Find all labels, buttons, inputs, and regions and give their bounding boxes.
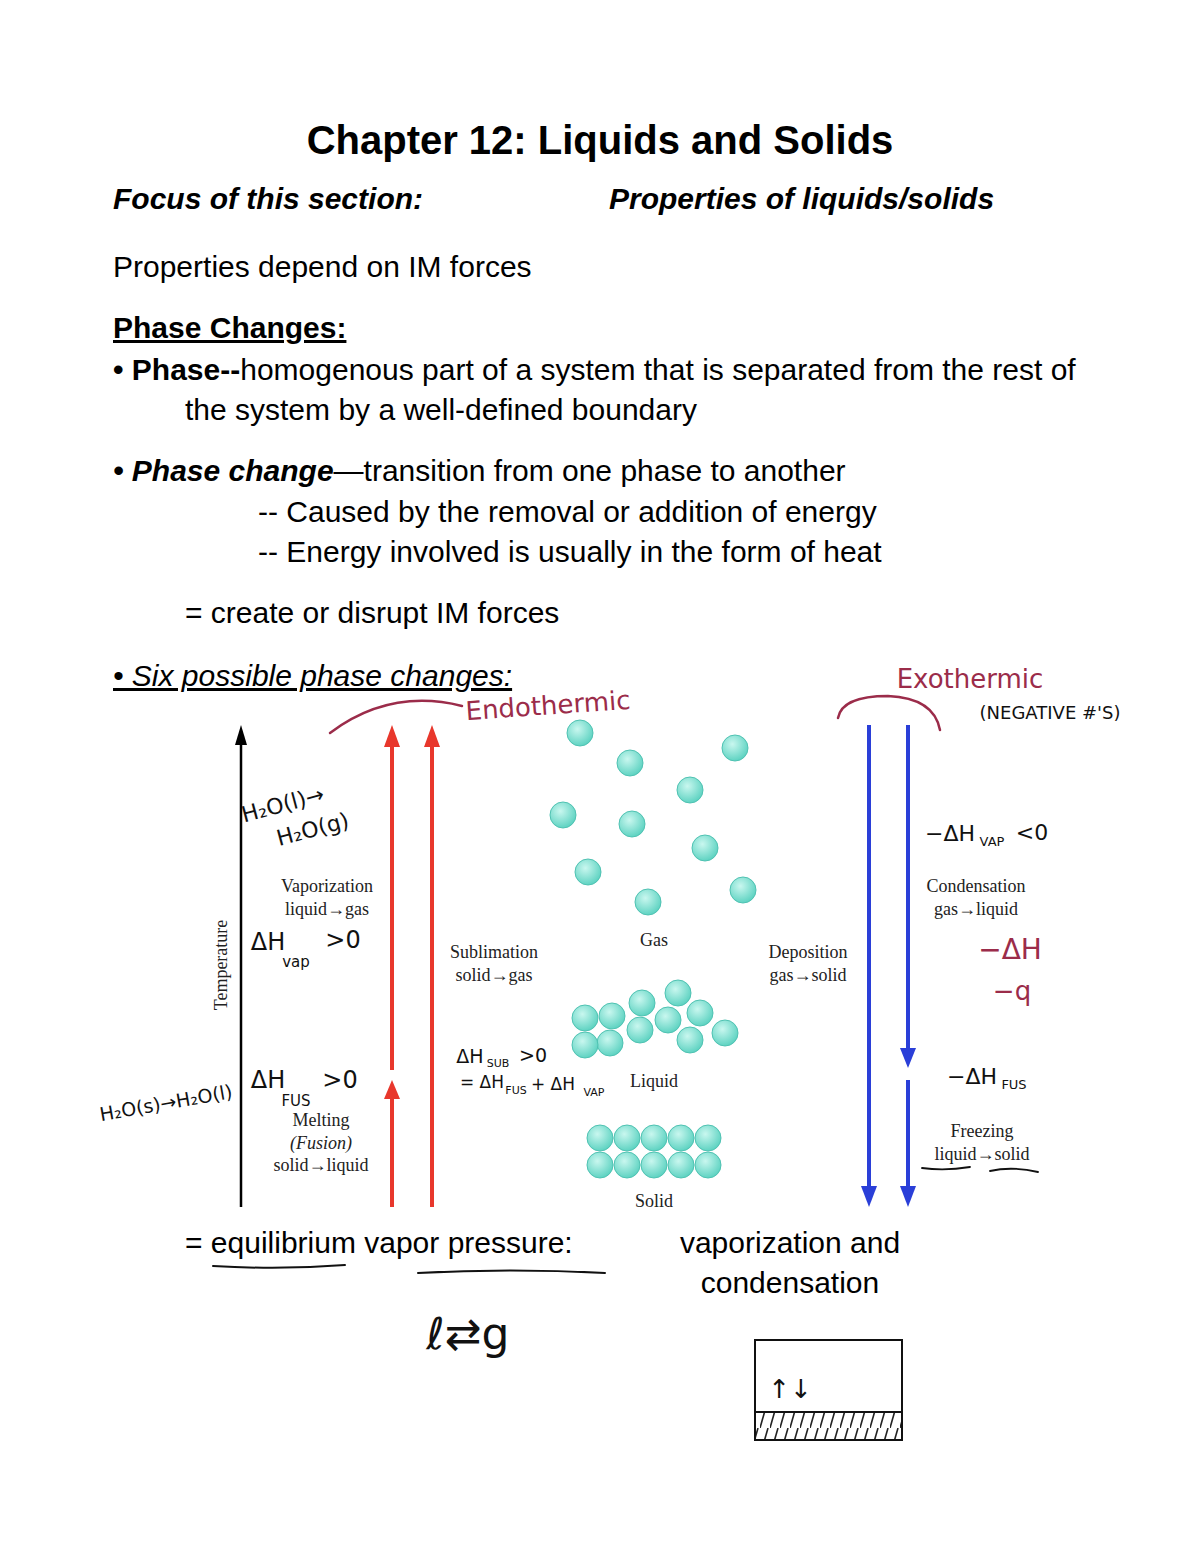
phase-change-name: (Fusion) — [290, 1133, 352, 1155]
body-text: = create or disrupt IM forces — [185, 595, 559, 631]
handwritten-note: (NEGATIVE #'S) — [980, 702, 1121, 724]
handwritten-subscript: FUS — [505, 1084, 526, 1097]
definition: —transition from one phase to another — [334, 454, 846, 487]
vapor-container — [755, 1340, 902, 1440]
handwritten-note: −ΔH — [947, 1064, 997, 1090]
handwritten-marks — [213, 696, 1038, 1273]
section-focus: Focus of this section: — [113, 181, 423, 217]
handwritten-note: ΔH — [251, 928, 285, 957]
endothermic-arrows — [384, 725, 440, 1207]
phase-change-name: Vaporization — [281, 876, 373, 898]
section-heading: Phase Changes: — [113, 310, 346, 346]
handwritten-note: ΔH — [251, 1066, 285, 1095]
exothermic-arrows — [861, 725, 916, 1207]
section-topic: Properties of liquids/solids — [609, 181, 994, 217]
text-paragraph: vaporization and condensation — [650, 1223, 930, 1303]
page-title: Chapter 12: Liquids and Solids — [0, 116, 1200, 164]
phase-change-direction: solid→gas — [455, 965, 532, 987]
phase-label: Solid — [635, 1191, 673, 1213]
axis-label: Temperature — [211, 920, 233, 1011]
handwritten-subscript: vap — [282, 953, 310, 971]
handwritten-subscript: FUS — [281, 1092, 310, 1110]
term: • Phase change — [113, 454, 334, 487]
liquid-particles — [572, 980, 738, 1058]
handwritten-note: −ΔH — [925, 821, 975, 847]
phase-label: Gas — [640, 930, 668, 952]
body-text: = equilibrium vapor pressure: — [185, 1225, 573, 1261]
handwritten-note: >0 — [322, 1066, 357, 1095]
text-paragraph: • Phase--homogenous part of a system tha… — [113, 350, 1103, 430]
handwritten-subscript: VAP — [980, 834, 1005, 850]
body-text: -- Energy involved is usually in the for… — [258, 534, 882, 570]
handwritten-note: Exothermic — [897, 664, 1044, 695]
handwritten-note: = ΔH — [460, 1072, 504, 1092]
phase-change-direction: gas→solid — [769, 965, 846, 987]
handwritten-note: <0 — [1016, 820, 1048, 846]
phase-change-name: Deposition — [769, 942, 848, 964]
body-text: Properties depend on IM forces — [113, 249, 532, 285]
handwritten-subscript: SUB — [487, 1057, 510, 1070]
phase-change-name: Freezing — [951, 1121, 1014, 1143]
temperature-axis — [235, 725, 247, 1207]
handwritten-note: H₂O(s)→H₂O(l) — [98, 1080, 234, 1126]
phase-change-name: Condensation — [927, 876, 1026, 898]
handwritten-note: ΔH — [456, 1045, 483, 1068]
solid-particles — [587, 1125, 721, 1178]
handwritten-note: ↑↓ — [768, 1374, 812, 1405]
phase-change-direction: gas→liquid — [934, 899, 1018, 921]
body-text: -- Caused by the removal or addition of … — [258, 494, 877, 530]
phase-change-name: Sublimation — [450, 942, 538, 964]
section-heading: • Six possible phase changes: — [113, 658, 512, 694]
phase-change-direction: liquid→solid — [934, 1144, 1029, 1166]
phase-change-name: Melting — [293, 1110, 350, 1132]
handwritten-note: >0 — [325, 926, 360, 955]
handwritten-note: −ΔH — [978, 933, 1042, 967]
gas-particles — [550, 720, 756, 915]
body-text: vaporization and condensation — [680, 1226, 900, 1299]
handwritten-note: + ΔH — [531, 1074, 575, 1094]
phase-change-direction: solid→liquid — [273, 1155, 368, 1177]
handwritten-note: −q — [993, 976, 1031, 1007]
handwritten-note: >0 — [519, 1044, 547, 1067]
handwritten-subscript: VAP — [584, 1086, 605, 1099]
definition: homogenous part of a system that is sepa… — [185, 353, 1076, 426]
phase-label: Liquid — [630, 1071, 678, 1093]
handwritten-subscript: FUS — [1001, 1077, 1026, 1093]
handwritten-note: ℓ⇄g — [427, 1308, 510, 1361]
term: • Phase-- — [113, 353, 240, 386]
phase-change-direction: liquid→gas — [285, 899, 369, 921]
text-paragraph: • Phase change—transition from one phase… — [113, 451, 1163, 491]
